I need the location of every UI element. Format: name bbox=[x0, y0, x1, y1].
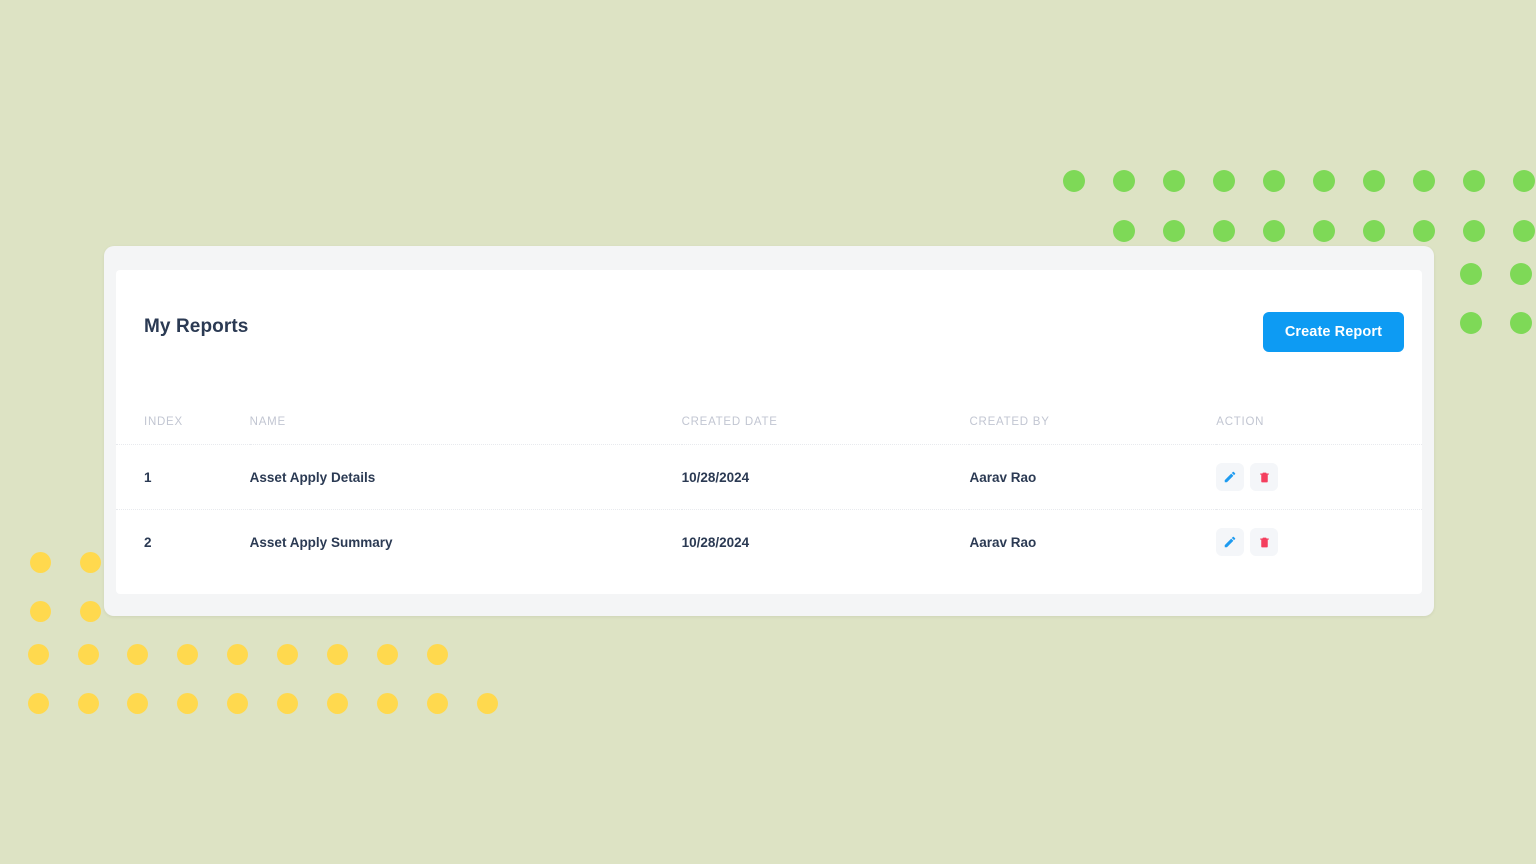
decorative-dot bbox=[1510, 263, 1532, 285]
decorative-dot bbox=[1063, 170, 1085, 192]
cell-created-date: 10/28/2024 bbox=[681, 534, 750, 550]
decorative-dot bbox=[1313, 170, 1335, 192]
report-panel-frame: My Reports Create Report INDEX NAME CREA… bbox=[104, 246, 1434, 616]
decorative-dot bbox=[277, 644, 298, 665]
edit-icon bbox=[1223, 470, 1237, 484]
decorative-dot bbox=[327, 644, 348, 665]
decorative-dot bbox=[277, 693, 298, 714]
decorative-dot bbox=[177, 693, 198, 714]
decorative-dot bbox=[127, 693, 148, 714]
delete-report-button[interactable] bbox=[1250, 463, 1279, 491]
decorative-dot bbox=[1463, 170, 1485, 192]
cell-index: 1 bbox=[116, 444, 250, 510]
report-card: My Reports Create Report INDEX NAME CREA… bbox=[116, 270, 1422, 594]
decorative-dot bbox=[78, 693, 99, 714]
decorative-dot bbox=[177, 644, 198, 665]
decorative-dot bbox=[28, 644, 49, 665]
column-header-created-date: CREATED DATE bbox=[681, 416, 970, 445]
table-header-row: INDEX NAME CREATED DATE CREATED BY ACTIO… bbox=[116, 416, 1422, 445]
decorative-dot bbox=[1513, 170, 1535, 192]
column-header-created-by: CREATED BY bbox=[969, 416, 1217, 445]
decorative-dot bbox=[30, 552, 51, 573]
table-head: INDEX NAME CREATED DATE CREATED BY ACTIO… bbox=[116, 416, 1422, 445]
reports-table: INDEX NAME CREATED DATE CREATED BY ACTIO… bbox=[116, 416, 1422, 574]
cell-created-date: 10/28/2024 bbox=[681, 444, 970, 510]
decorative-dot bbox=[1213, 220, 1235, 242]
decorative-dot bbox=[1313, 220, 1335, 242]
delete-report-button[interactable] bbox=[1250, 528, 1279, 556]
decorative-dot bbox=[377, 693, 398, 714]
decorative-dot bbox=[1463, 220, 1485, 242]
edit-report-button[interactable] bbox=[1216, 463, 1245, 491]
table-row[interactable]: 2 Asset Apply Summary 10/28/2024 Aarav Rao bbox=[116, 510, 1422, 575]
create-report-button[interactable]: Create Report bbox=[1262, 312, 1404, 352]
decorative-dot bbox=[377, 644, 398, 665]
decorative-dot bbox=[1363, 220, 1385, 242]
edit-report-button[interactable] bbox=[1216, 528, 1245, 556]
decorative-dot bbox=[227, 644, 248, 665]
decorative-dot bbox=[1113, 220, 1135, 242]
decorative-dot bbox=[127, 644, 148, 665]
cell-created-by: Aarav Rao bbox=[969, 444, 1217, 510]
decorative-dot bbox=[78, 644, 99, 665]
decorative-dot bbox=[477, 693, 498, 714]
decorative-dot bbox=[80, 552, 101, 573]
decorative-dot bbox=[1213, 170, 1235, 192]
column-header-name: NAME bbox=[249, 416, 682, 445]
decorative-dot bbox=[1163, 220, 1185, 242]
decorative-dot bbox=[427, 693, 448, 714]
edit-icon bbox=[1223, 535, 1237, 549]
decorative-dot bbox=[1263, 170, 1285, 192]
page-title: My Reports bbox=[144, 316, 249, 337]
decorative-dot bbox=[80, 601, 101, 622]
decorative-dot bbox=[1163, 170, 1185, 192]
decorative-dot bbox=[1460, 312, 1482, 334]
cell-index: 2 bbox=[144, 534, 152, 550]
column-header-index: INDEX bbox=[116, 416, 250, 445]
cell-created-by: Aarav Rao bbox=[969, 534, 1037, 550]
decorative-dot bbox=[427, 644, 448, 665]
decorative-dot bbox=[1113, 170, 1135, 192]
cell-report-name: Asset Apply Details bbox=[249, 444, 682, 510]
delete-icon bbox=[1258, 535, 1271, 549]
decorative-dot bbox=[1363, 170, 1385, 192]
decorative-dot bbox=[1513, 220, 1535, 242]
cell-report-name: Asset Apply Summary bbox=[249, 534, 393, 550]
decorative-dot bbox=[1510, 312, 1532, 334]
decorative-dot bbox=[1460, 263, 1482, 285]
cell-action bbox=[1216, 510, 1422, 575]
decorative-dot bbox=[1413, 220, 1435, 242]
decorative-dot bbox=[327, 693, 348, 714]
decorative-dot bbox=[227, 693, 248, 714]
decorative-dot bbox=[1413, 170, 1435, 192]
delete-icon bbox=[1258, 470, 1271, 484]
column-header-action: ACTION bbox=[1216, 416, 1422, 445]
cell-action bbox=[1216, 444, 1422, 510]
decorative-dot bbox=[30, 601, 51, 622]
decorative-dot bbox=[28, 693, 49, 714]
card-header: My Reports Create Report bbox=[116, 270, 1422, 380]
decorative-dot bbox=[1263, 220, 1285, 242]
